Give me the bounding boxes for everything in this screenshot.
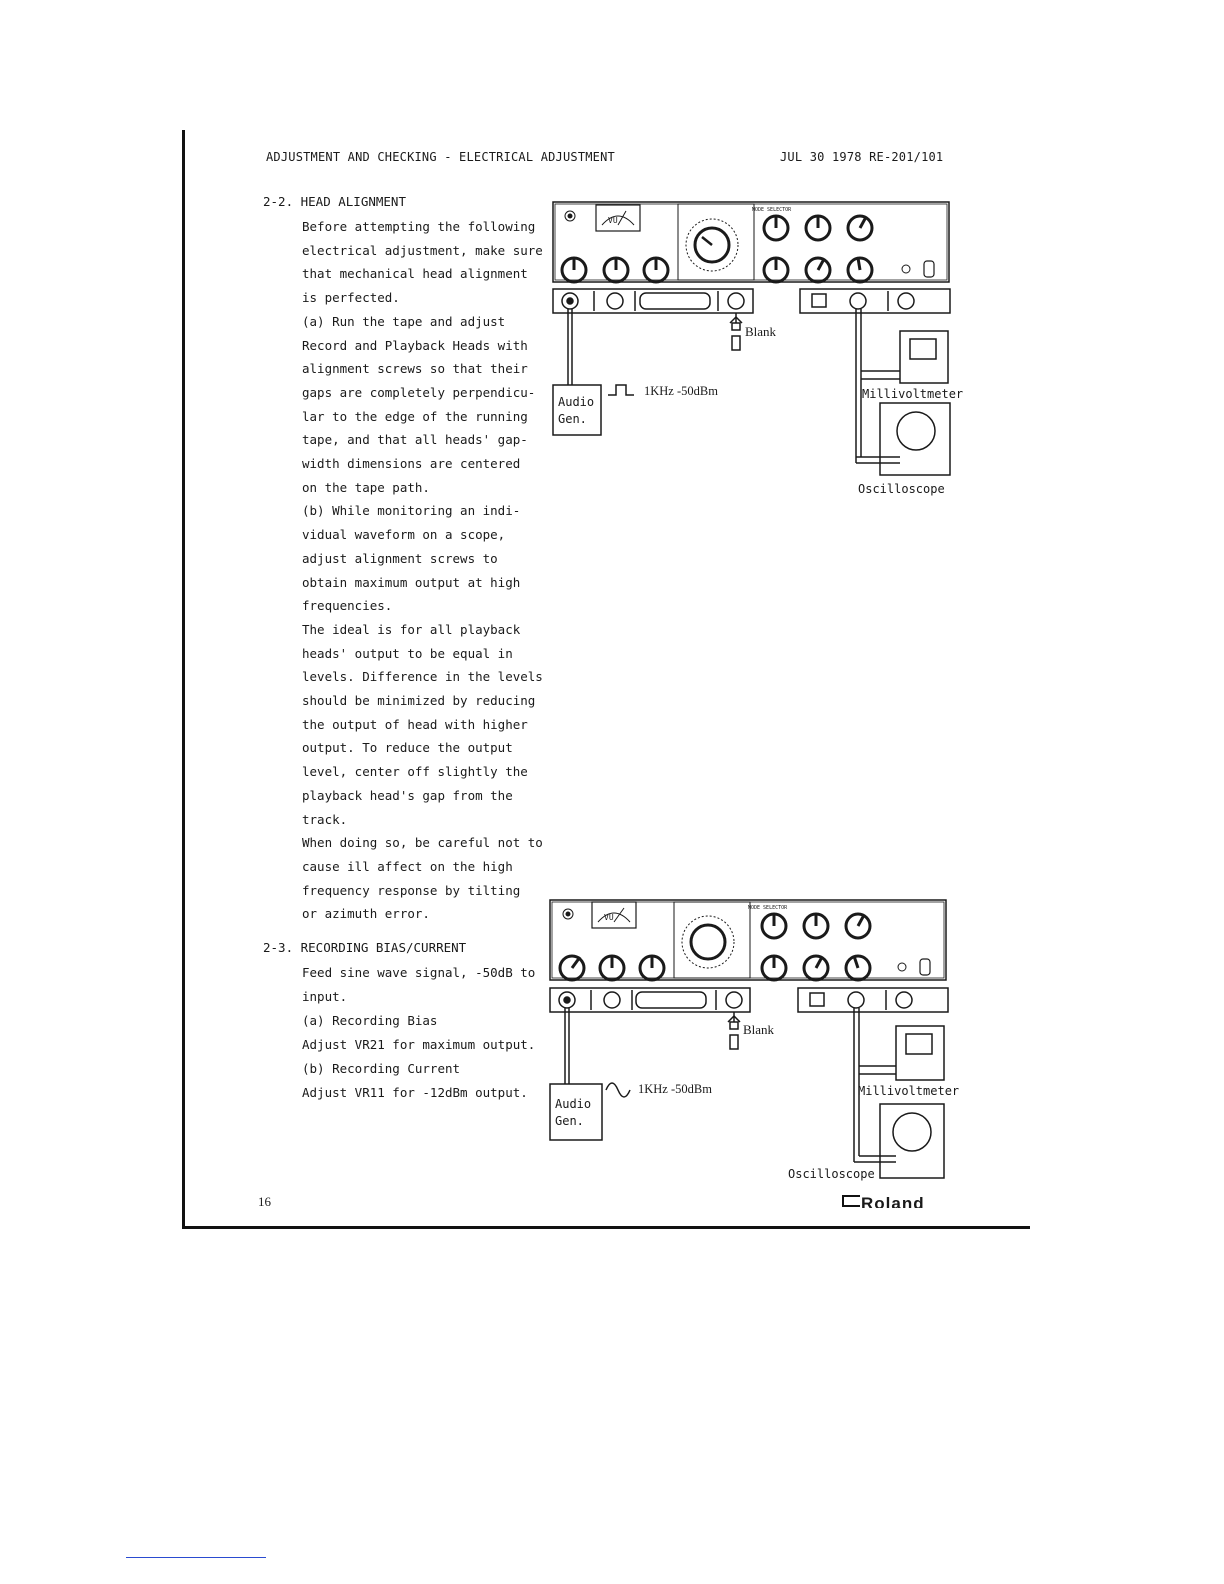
power-lamp-icon: [901, 264, 911, 274]
signal-label: 1KHz -50dBm: [644, 384, 718, 398]
body-text-line: Adjust VR21 for maximum output.: [302, 1037, 536, 1052]
body-text-line: lar to the edge of the running: [302, 408, 528, 424]
body-text-line: that mechanical head alignment: [302, 266, 528, 282]
square-wave-icon: [608, 384, 634, 396]
millivoltmeter-label: Millivoltmeter: [862, 387, 963, 401]
oscilloscope-label: Oscilloscope: [788, 1167, 875, 1181]
body-text-line: Record and Playback Heads with: [302, 337, 528, 353]
knob-row-left: [558, 954, 666, 982]
logo-bar-icon: [842, 1195, 860, 1207]
signal-label: 1KHz -50dBm: [638, 1082, 712, 1096]
header-date-model: JUL 30 1978 RE-201/101: [780, 150, 944, 164]
body-text-line: width dimensions are centered: [302, 456, 521, 471]
body-text-line: input.: [302, 989, 348, 1004]
front-panel: [549, 899, 949, 1179]
mode-selector-knob-icon: [693, 226, 731, 264]
body-text-line: electrical adjustment, make sure: [302, 242, 543, 258]
mode-selector-panel: [677, 203, 755, 281]
jack-strip: [561, 291, 915, 311]
oscilloscope-label: Oscilloscope: [858, 482, 945, 496]
meter-display-icon: [909, 338, 937, 360]
mode-selector-knob-icon: [689, 923, 727, 961]
recording-bias-setup-diagram: MODE SELECTOR VU Audio Gen. 1KHz -50dBm …: [549, 899, 959, 1181]
vu-meter-icon: [591, 901, 637, 929]
input-level-lamp-icon: [564, 210, 576, 222]
oscilloscope-box: [879, 1103, 945, 1179]
body-text-line: When doing so, be careful not to: [302, 835, 543, 851]
millivoltmeter-label: Millivoltmeter: [858, 1084, 959, 1098]
body-text-line: (b) Recording Current: [302, 1061, 461, 1076]
body-text-line: (b) While monitoring an indi-: [302, 503, 521, 519]
millivoltmeter-box: [899, 330, 949, 384]
oscilloscope-box: [879, 402, 951, 476]
body-text-line: vidual waveform on a scope,: [302, 527, 506, 543]
body-text-line: level, center off slightly the: [302, 764, 528, 780]
mode-selector-label: MODE SELECTOR: [748, 905, 788, 911]
input-level-lamp-icon: [562, 908, 574, 920]
body-text-line: heads' output to be equal in: [302, 645, 513, 661]
millivoltmeter-box: [895, 1025, 945, 1081]
body-text-line: (a) Run the tape and adjust: [302, 313, 506, 329]
power-switch-icon: [919, 958, 931, 976]
body-text-line: adjust alignment screws to: [302, 550, 498, 566]
header-section-title: ADJUSTMENT AND CHECKING - ELECTRICAL ADJ…: [266, 150, 615, 164]
mode-selector-label: MODE SELECTOR: [752, 207, 792, 213]
audio-gen-label-line1: Audio: [555, 1097, 591, 1111]
knob-row-right: [762, 214, 874, 284]
scope-screen-icon: [892, 1112, 932, 1152]
body-text-line: tape, and that all heads' gap-: [302, 432, 528, 448]
body-text-line: output. To reduce the output: [302, 740, 513, 756]
scope-screen-icon: [896, 411, 936, 451]
body-text-line: alignment screws so that their: [302, 361, 528, 377]
vu-label: VU: [604, 913, 614, 922]
body-text-line: obtain maximum output at high: [302, 574, 521, 590]
body-text-line: frequencies.: [302, 598, 393, 614]
roland-logo: Roland: [842, 1194, 925, 1208]
head-alignment-setup-diagram: MODE SELECTOR VU Audio Gen. 1KHz -50dBm …: [552, 201, 963, 496]
audio-generator-box: [552, 384, 602, 436]
body-text-line: frequency response by tilting: [302, 882, 521, 898]
sine-wave-icon: [605, 1082, 631, 1098]
blank-label: Blank: [745, 324, 777, 339]
brand-name: Roland: [861, 1194, 925, 1208]
page-left-border: [182, 130, 185, 1228]
blank-plug-icon: [727, 1012, 741, 1050]
body-text-line: track.: [302, 811, 348, 827]
body-text-line: should be minimized by reducing: [302, 693, 536, 708]
body-text-line: Before attempting the following: [302, 219, 536, 234]
audio-gen-label-line1: Audio: [558, 395, 594, 409]
vu-label: VU: [608, 216, 618, 225]
body-text-line: cause ill affect on the high: [302, 858, 513, 874]
section-2-3-title: 2-3. RECORDING BIAS/CURRENT: [263, 940, 467, 955]
body-text-line: the output of head with higher: [302, 716, 528, 732]
blank-plug-icon: [729, 313, 743, 351]
audio-generator-box: [549, 1083, 603, 1141]
body-text-line: Feed sine wave signal, -50dB to: [302, 965, 536, 980]
body-text-line: (a) Recording Bias: [302, 1013, 438, 1028]
jack-strip: [558, 990, 913, 1010]
scan-artifact-line: [126, 1557, 266, 1558]
body-text-line: is perfected.: [302, 290, 400, 306]
body-text-line: or azimuth error.: [302, 906, 430, 922]
meter-display-icon: [905, 1033, 933, 1055]
body-text-line: The ideal is for all playback: [302, 621, 521, 637]
vu-meter-icon: [595, 204, 641, 232]
audio-gen-label-line2: Gen.: [555, 1114, 584, 1128]
power-lamp-icon: [897, 962, 907, 972]
page-number: 16: [258, 1194, 271, 1209]
audio-gen-label-line2: Gen.: [558, 412, 587, 426]
body-text-line: levels. Difference in the levels: [302, 669, 543, 685]
mode-selector-panel: [673, 901, 751, 979]
blank-label: Blank: [743, 1022, 775, 1037]
body-text-line: Adjust VR11 for -12dBm output.: [302, 1085, 528, 1100]
knob-row-right: [760, 912, 872, 982]
body-text-line: on the tape path.: [302, 479, 430, 495]
front-panel: [552, 201, 951, 476]
body-text-line: gaps are completely perpendicu-: [302, 384, 536, 400]
section-2-2-title: 2-2. HEAD ALIGNMENT: [263, 194, 406, 209]
knob-row-left: [560, 256, 670, 284]
body-text-line: playback head's gap from the: [302, 787, 513, 803]
page-bottom-border: [182, 1226, 1030, 1229]
power-switch-icon: [923, 260, 935, 278]
